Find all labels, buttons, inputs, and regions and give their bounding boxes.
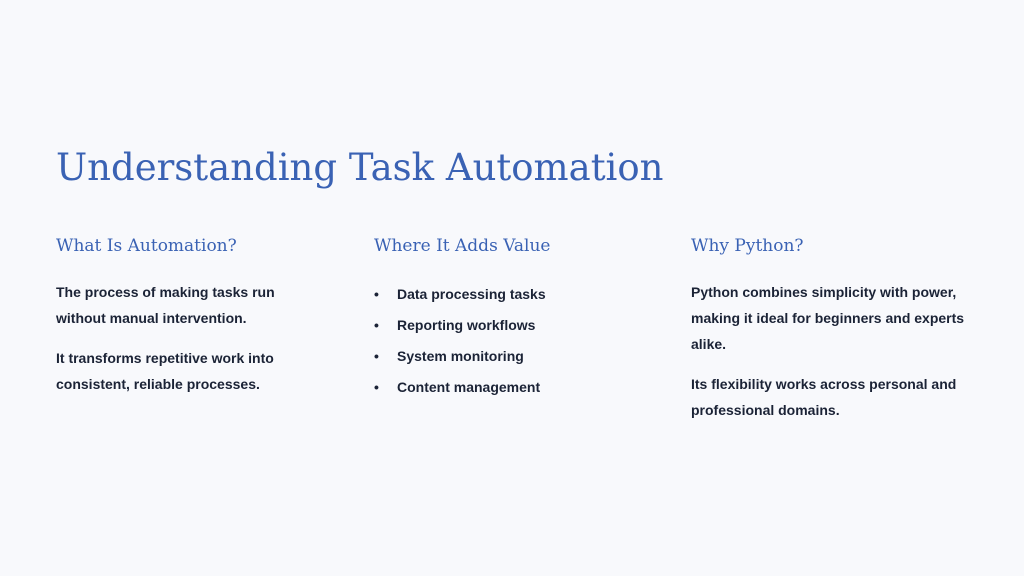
- column-paragraph: The process of making tasks run without …: [56, 284, 275, 326]
- bullet-text: Reporting workflows: [397, 317, 536, 333]
- bullet-icon: •: [374, 379, 379, 395]
- column-heading: What Is Automation?: [56, 236, 237, 256]
- bullet-item: • System monitoring: [374, 341, 634, 372]
- column-paragraph: Its flexibility works across personal an…: [691, 376, 957, 418]
- bullet-item: • Data processing tasks: [374, 279, 634, 310]
- column-what-is-automation: What Is Automation? The process of makin…: [56, 232, 296, 411]
- bullet-icon: •: [374, 286, 379, 302]
- bullet-text: Content management: [397, 379, 541, 395]
- bullet-icon: •: [374, 348, 379, 364]
- bullet-icon: •: [374, 317, 379, 333]
- bullet-text: Data processing tasks: [397, 286, 546, 302]
- bullet-item: • Content management: [374, 372, 634, 403]
- column-paragraph: Python combines simplicity with power, m…: [691, 284, 965, 352]
- column-heading: Why Python?: [691, 236, 804, 256]
- column-heading: Where It Adds Value: [374, 236, 551, 256]
- column-where-it-adds-value: Where It Adds Value • Data processing ta…: [374, 232, 634, 403]
- slide-title: Understanding Task Automation: [56, 146, 664, 189]
- column-why-python: Why Python? Python combines simplicity w…: [691, 232, 981, 437]
- bullet-text: System monitoring: [397, 348, 524, 364]
- bullet-list: • Data processing tasks • Reporting work…: [374, 279, 634, 403]
- bullet-item: • Reporting workflows: [374, 310, 634, 341]
- column-paragraph: It transforms repetitive work into consi…: [56, 350, 274, 392]
